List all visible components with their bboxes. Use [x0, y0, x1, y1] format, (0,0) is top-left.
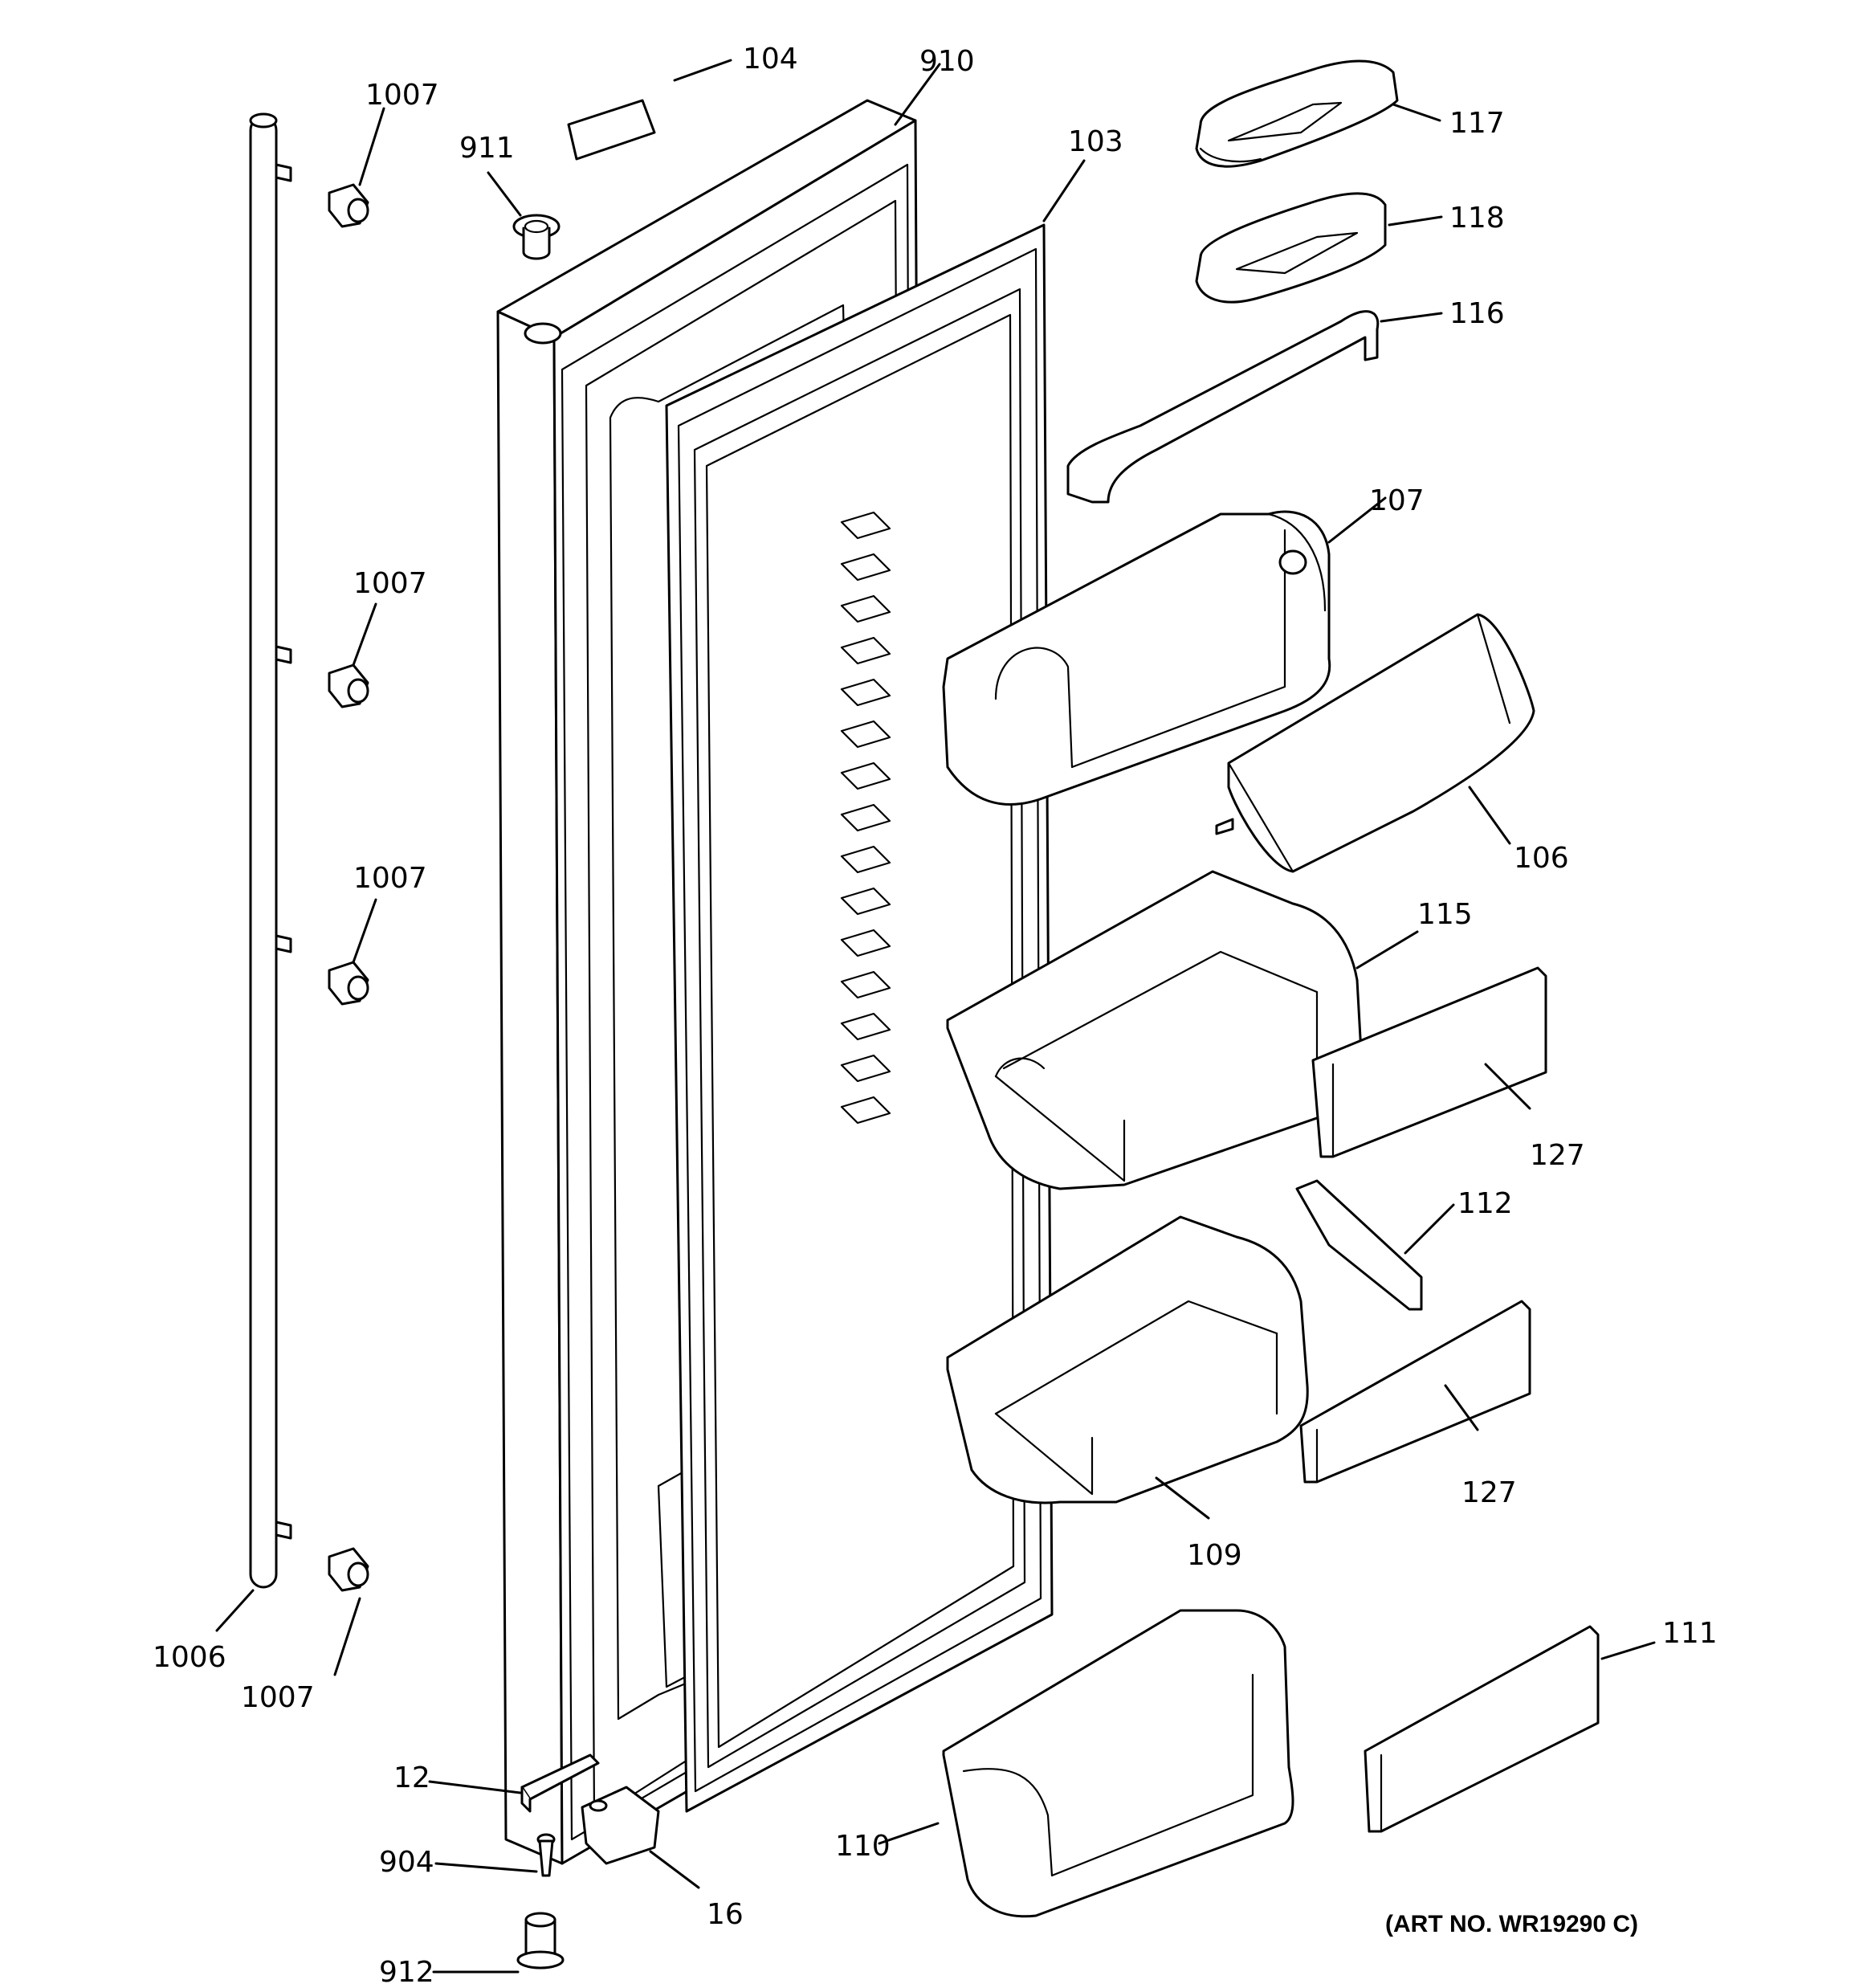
divider-112	[1295, 1179, 1423, 1311]
screw-904	[536, 1833, 556, 1877]
callout-1007-upper: 1007	[353, 567, 427, 600]
callout-109: 109	[1187, 1539, 1242, 1572]
callout-103: 103	[1068, 125, 1123, 158]
callout-12: 12	[393, 1761, 430, 1794]
callout-labels: 1007 1007 1007 1007 1006 911 104 910 103…	[153, 43, 1718, 1988]
leader-lines	[215, 59, 1656, 1974]
callout-904: 904	[379, 1846, 434, 1879]
callout-111: 111	[1662, 1617, 1718, 1650]
bin-107	[942, 510, 1331, 806]
handle-clip-1007-top	[328, 183, 369, 228]
cap-104	[567, 99, 656, 161]
callout-110: 110	[835, 1830, 891, 1863]
callout-118: 118	[1449, 202, 1505, 235]
hinge-12	[520, 1753, 600, 1813]
callout-116: 116	[1449, 297, 1505, 330]
bin-127-upper	[1311, 966, 1547, 1158]
callout-1007-top: 1007	[365, 79, 439, 112]
dairy-bin-118	[1195, 192, 1387, 304]
handle-clip-1007-middle	[328, 961, 369, 1006]
callout-912: 912	[379, 1956, 434, 1988]
bracket-16	[581, 1786, 660, 1865]
callout-112: 112	[1457, 1187, 1513, 1220]
callout-115: 115	[1417, 898, 1473, 931]
hinge-bushing-911	[512, 214, 561, 260]
bin-127-lower	[1299, 1300, 1531, 1484]
bin-111	[1364, 1625, 1600, 1833]
callout-911: 911	[459, 132, 515, 165]
callout-910: 910	[919, 45, 975, 78]
dairy-cover-117	[1195, 59, 1399, 168]
dairy-rail-116	[1066, 310, 1380, 504]
callout-104: 104	[743, 43, 798, 76]
callout-1007-bottom: 1007	[241, 1681, 315, 1714]
callout-117: 117	[1449, 107, 1505, 140]
handle-rod-1006	[249, 112, 292, 1589]
bin-110	[942, 1609, 1294, 1918]
handle-clip-1007-upper	[328, 663, 369, 708]
callout-127-upper: 127	[1530, 1139, 1585, 1172]
callout-1006: 1006	[153, 1641, 226, 1674]
bushing-912	[516, 1912, 565, 1970]
callout-1007-middle: 1007	[353, 862, 427, 895]
handle-clip-1007-bottom	[328, 1547, 369, 1592]
shelf-supports	[840, 511, 891, 1125]
callout-127-lower: 127	[1461, 1476, 1517, 1509]
bin-109	[946, 1215, 1309, 1504]
callout-16: 16	[707, 1898, 744, 1931]
callout-106: 106	[1514, 842, 1569, 875]
callout-107: 107	[1369, 484, 1425, 517]
art-number: (ART NO. WR19290 C)	[1385, 1911, 1638, 1937]
bin-106	[1215, 613, 1535, 873]
